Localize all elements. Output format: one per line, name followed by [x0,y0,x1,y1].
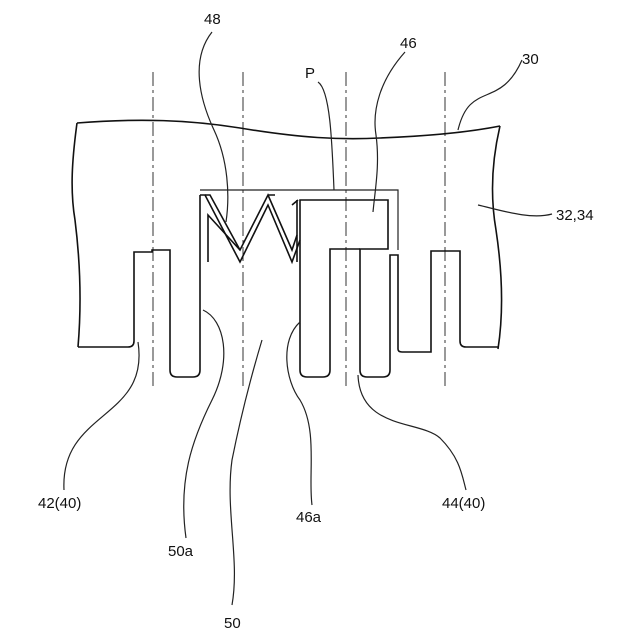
label-48: 48 [204,11,221,28]
centerlines [153,72,445,387]
body-top-break-edge [77,120,500,138]
label-32-34: 32,34 [556,207,594,224]
leader-42-40 [64,342,139,490]
leader-48 [199,32,228,222]
leader-50a [184,310,224,538]
label-50: 50 [224,615,241,632]
label-46: 46 [400,35,417,52]
body-right-break-edge [493,126,502,349]
leader-44-40 [358,375,466,490]
label-30: 30 [522,51,539,68]
spring-48-inner [208,195,297,262]
leader-46 [373,52,405,212]
label-46a: 46a [296,509,322,526]
label-50a: 50a [168,543,194,560]
leader-p [318,82,334,190]
label-p: P [305,65,315,82]
label-42-40: 42(40) [38,495,81,512]
leader-32-34 [478,205,552,216]
slot-wall-46a [300,249,360,377]
body-left-break-edge [72,123,80,347]
leader-30 [458,60,522,130]
label-44-40: 44(40) [442,495,485,512]
leader-50 [230,340,262,605]
